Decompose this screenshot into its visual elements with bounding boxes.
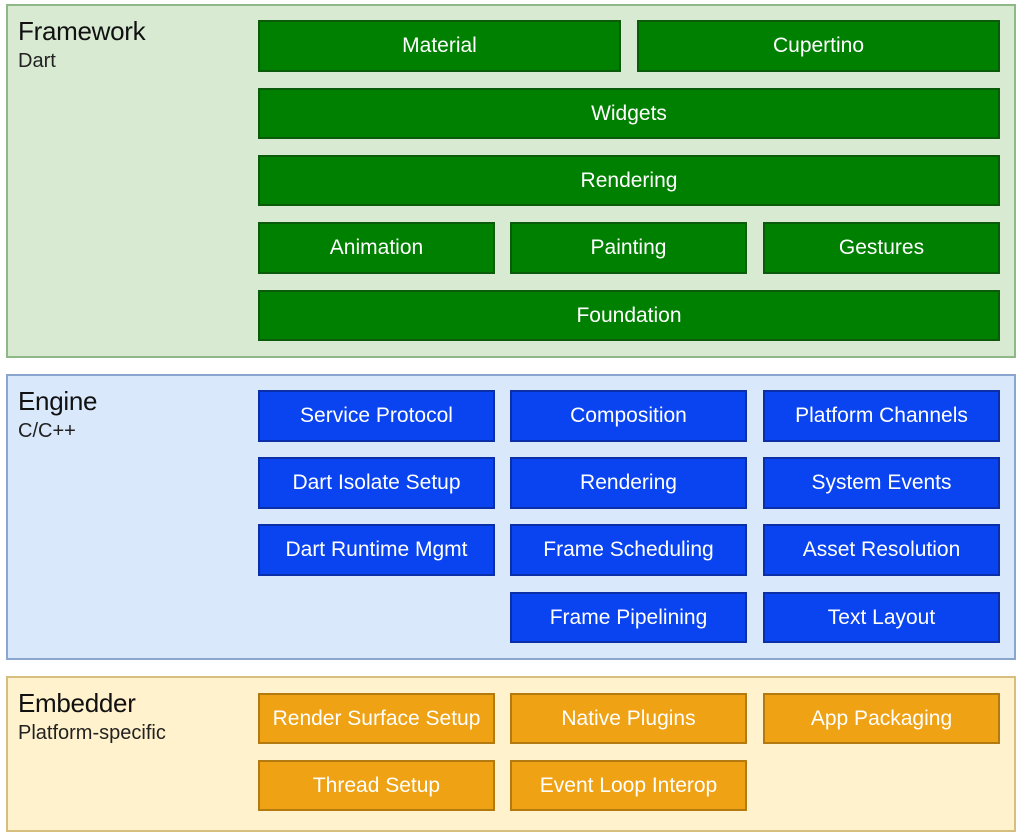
- box-material: Material: [258, 20, 621, 72]
- box-dart-runtime-mgmt: Dart Runtime Mgmt: [258, 524, 495, 576]
- box-framework-rendering: Rendering: [258, 155, 1000, 206]
- box-service-protocol: Service Protocol: [258, 390, 495, 442]
- box-text-layout: Text Layout: [763, 592, 1000, 643]
- box-event-loop-interop: Event Loop Interop: [510, 760, 747, 811]
- box-engine-rendering: Rendering: [510, 457, 747, 509]
- box-dart-isolate-setup: Dart Isolate Setup: [258, 457, 495, 509]
- engine-subtitle: C/C++: [18, 420, 76, 442]
- embedder-subtitle: Platform-specific: [18, 722, 166, 744]
- box-system-events: System Events: [763, 457, 1000, 509]
- embedder-title: Embedder: [18, 688, 136, 718]
- box-frame-scheduling: Frame Scheduling: [510, 524, 747, 576]
- framework-subtitle: Dart: [18, 50, 56, 72]
- box-composition: Composition: [510, 390, 747, 442]
- box-frame-pipelining: Frame Pipelining: [510, 592, 747, 643]
- box-gestures: Gestures: [763, 222, 1000, 274]
- engine-title: Engine: [18, 386, 98, 416]
- framework-title: Framework: [18, 16, 146, 46]
- box-asset-resolution: Asset Resolution: [763, 524, 1000, 576]
- box-cupertino: Cupertino: [637, 20, 1000, 72]
- box-render-surface-setup: Render Surface Setup: [258, 693, 495, 744]
- box-animation: Animation: [258, 222, 495, 274]
- box-thread-setup: Thread Setup: [258, 760, 495, 811]
- box-app-packaging: App Packaging: [763, 693, 1000, 744]
- box-foundation: Foundation: [258, 290, 1000, 341]
- box-platform-channels: Platform Channels: [763, 390, 1000, 442]
- box-native-plugins: Native Plugins: [510, 693, 747, 744]
- box-widgets: Widgets: [258, 88, 1000, 139]
- box-painting: Painting: [510, 222, 747, 274]
